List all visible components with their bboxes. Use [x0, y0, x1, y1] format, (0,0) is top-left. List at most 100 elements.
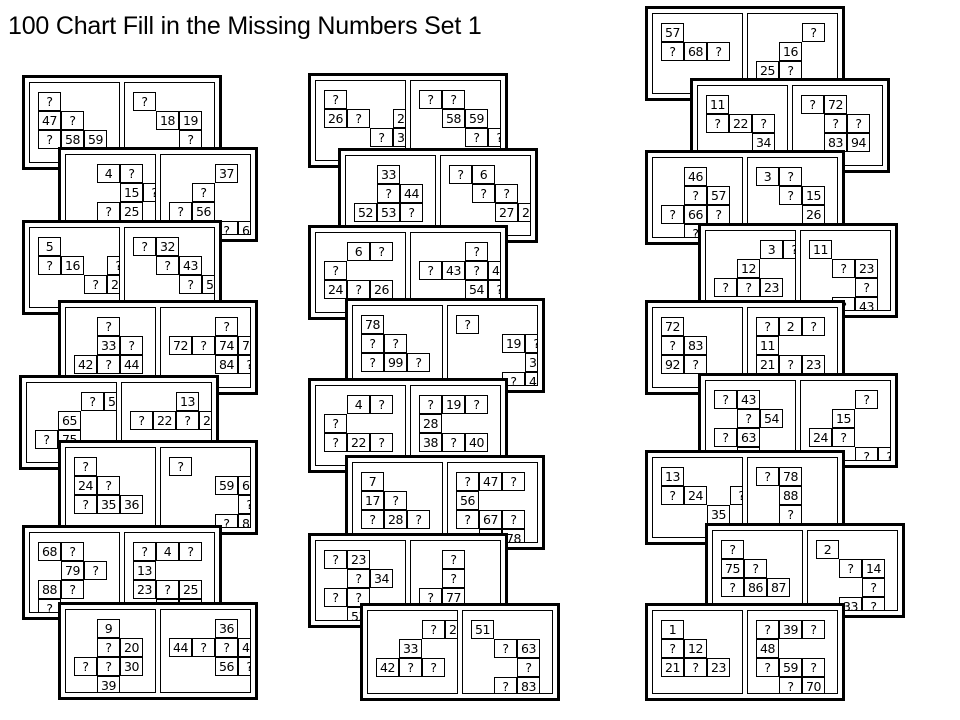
- missing-number-cell[interactable]: ?: [495, 184, 518, 203]
- missing-number-cell[interactable]: ?: [97, 657, 120, 676]
- missing-number-cell[interactable]: ?: [661, 205, 684, 224]
- missing-number-cell[interactable]: ?: [494, 677, 517, 693]
- missing-number-cell[interactable]: ?: [324, 550, 347, 569]
- missing-number-cell[interactable]: ?: [97, 317, 120, 336]
- missing-number-cell[interactable]: ?: [684, 658, 707, 677]
- missing-number-cell[interactable]: ?: [472, 184, 495, 203]
- missing-number-cell[interactable]: ?: [370, 433, 393, 452]
- missing-number-cell[interactable]: ?: [361, 353, 384, 372]
- missing-number-cell[interactable]: ?: [238, 657, 250, 676]
- missing-number-cell[interactable]: ?: [714, 428, 737, 447]
- missing-number-cell[interactable]: ?: [756, 317, 779, 336]
- missing-number-cell[interactable]: ?: [61, 580, 84, 599]
- missing-number-cell[interactable]: ?: [120, 336, 143, 355]
- missing-number-cell[interactable]: ?: [442, 90, 465, 109]
- missing-number-cell[interactable]: ?: [730, 486, 742, 505]
- missing-number-cell[interactable]: ?: [215, 638, 238, 657]
- missing-number-cell[interactable]: ?: [192, 336, 215, 355]
- missing-number-cell[interactable]: ?: [107, 256, 119, 275]
- missing-number-cell[interactable]: ?: [494, 639, 517, 658]
- missing-number-cell[interactable]: ?: [878, 447, 890, 460]
- missing-number-cell[interactable]: ?: [347, 109, 370, 128]
- missing-number-cell[interactable]: ?: [737, 409, 760, 428]
- missing-number-cell[interactable]: ?: [61, 542, 84, 561]
- missing-number-cell[interactable]: ?: [502, 510, 525, 529]
- missing-number-cell[interactable]: ?: [714, 390, 737, 409]
- missing-number-cell[interactable]: ?: [74, 457, 97, 476]
- missing-number-cell[interactable]: ?: [525, 334, 537, 353]
- missing-number-cell[interactable]: ?: [465, 395, 488, 414]
- missing-number-cell[interactable]: ?: [855, 390, 878, 409]
- missing-number-cell[interactable]: ?: [465, 242, 488, 261]
- missing-number-cell[interactable]: ?: [422, 620, 445, 639]
- missing-number-cell[interactable]: ?: [324, 261, 347, 280]
- missing-number-cell[interactable]: ?: [802, 658, 825, 677]
- missing-number-cell[interactable]: ?: [779, 677, 802, 693]
- missing-number-cell[interactable]: ?: [744, 559, 767, 578]
- missing-number-cell[interactable]: ?: [779, 186, 802, 205]
- missing-number-cell[interactable]: ?: [783, 240, 795, 259]
- missing-number-cell[interactable]: ?: [779, 167, 802, 186]
- missing-number-cell[interactable]: ?: [801, 95, 824, 114]
- missing-number-cell[interactable]: ?: [449, 165, 472, 184]
- missing-number-cell[interactable]: ?: [324, 433, 347, 452]
- missing-number-cell[interactable]: ?: [456, 472, 479, 491]
- missing-number-cell[interactable]: ?: [324, 414, 347, 433]
- missing-number-cell[interactable]: ?: [156, 580, 179, 599]
- missing-number-cell[interactable]: ?: [176, 411, 199, 430]
- missing-number-cell[interactable]: ?: [61, 111, 84, 130]
- missing-number-cell[interactable]: ?: [238, 355, 250, 374]
- missing-number-cell[interactable]: ?: [38, 92, 61, 111]
- missing-number-cell[interactable]: ?: [839, 559, 862, 578]
- missing-number-cell[interactable]: ?: [824, 114, 847, 133]
- missing-number-cell[interactable]: ?: [721, 540, 744, 559]
- missing-number-cell[interactable]: ?: [779, 355, 802, 374]
- missing-number-cell[interactable]: ?: [347, 588, 370, 607]
- missing-number-cell[interactable]: ?: [422, 658, 445, 677]
- missing-number-cell[interactable]: ?: [661, 639, 684, 658]
- missing-number-cell[interactable]: ?: [238, 495, 250, 514]
- missing-number-cell[interactable]: ?: [370, 242, 393, 261]
- missing-number-cell[interactable]: ?: [752, 114, 775, 133]
- missing-number-cell[interactable]: ?: [661, 486, 684, 505]
- missing-number-cell[interactable]: ?: [133, 92, 156, 111]
- missing-number-cell[interactable]: ?: [502, 472, 525, 491]
- missing-number-cell[interactable]: ?: [847, 114, 870, 133]
- missing-number-cell[interactable]: ?: [361, 510, 384, 529]
- missing-number-cell[interactable]: ?: [192, 183, 215, 202]
- missing-number-cell[interactable]: ?: [684, 355, 707, 374]
- missing-number-cell[interactable]: ?: [832, 428, 855, 447]
- missing-number-cell[interactable]: ?: [714, 278, 737, 297]
- missing-number-cell[interactable]: ?: [832, 259, 855, 278]
- missing-number-cell[interactable]: ?: [465, 261, 488, 280]
- missing-number-cell[interactable]: ?: [35, 430, 58, 449]
- missing-number-cell[interactable]: ?: [456, 315, 479, 334]
- missing-number-cell[interactable]: ?: [399, 658, 422, 677]
- missing-number-cell[interactable]: ?: [192, 638, 215, 657]
- missing-number-cell[interactable]: ?: [756, 658, 779, 677]
- missing-number-cell[interactable]: ?: [324, 90, 347, 109]
- missing-number-cell[interactable]: ?: [84, 561, 107, 580]
- missing-number-cell[interactable]: ?: [465, 128, 488, 147]
- missing-number-cell[interactable]: ?: [38, 130, 61, 149]
- missing-number-cell[interactable]: ?: [133, 237, 156, 256]
- missing-number-cell[interactable]: ?: [721, 578, 744, 597]
- missing-number-cell[interactable]: ?: [661, 42, 684, 61]
- missing-number-cell[interactable]: ?: [419, 261, 442, 280]
- missing-number-cell[interactable]: ?: [802, 620, 825, 639]
- missing-number-cell[interactable]: ?: [419, 395, 442, 414]
- missing-number-cell[interactable]: ?: [130, 411, 153, 430]
- missing-number-cell[interactable]: ?: [517, 658, 540, 677]
- missing-number-cell[interactable]: ?: [756, 467, 779, 486]
- missing-number-cell[interactable]: ?: [97, 476, 120, 495]
- missing-number-cell[interactable]: ?: [802, 317, 825, 336]
- missing-number-cell[interactable]: ?: [407, 353, 430, 372]
- missing-number-cell[interactable]: ?: [377, 184, 400, 203]
- missing-number-cell[interactable]: ?: [84, 275, 107, 294]
- missing-number-cell[interactable]: ?: [442, 433, 465, 452]
- missing-number-cell[interactable]: ?: [442, 569, 465, 588]
- missing-number-cell[interactable]: ?: [324, 588, 347, 607]
- missing-number-cell[interactable]: ?: [143, 183, 155, 202]
- missing-number-cell[interactable]: ?: [133, 542, 156, 561]
- missing-number-cell[interactable]: ?: [81, 392, 104, 411]
